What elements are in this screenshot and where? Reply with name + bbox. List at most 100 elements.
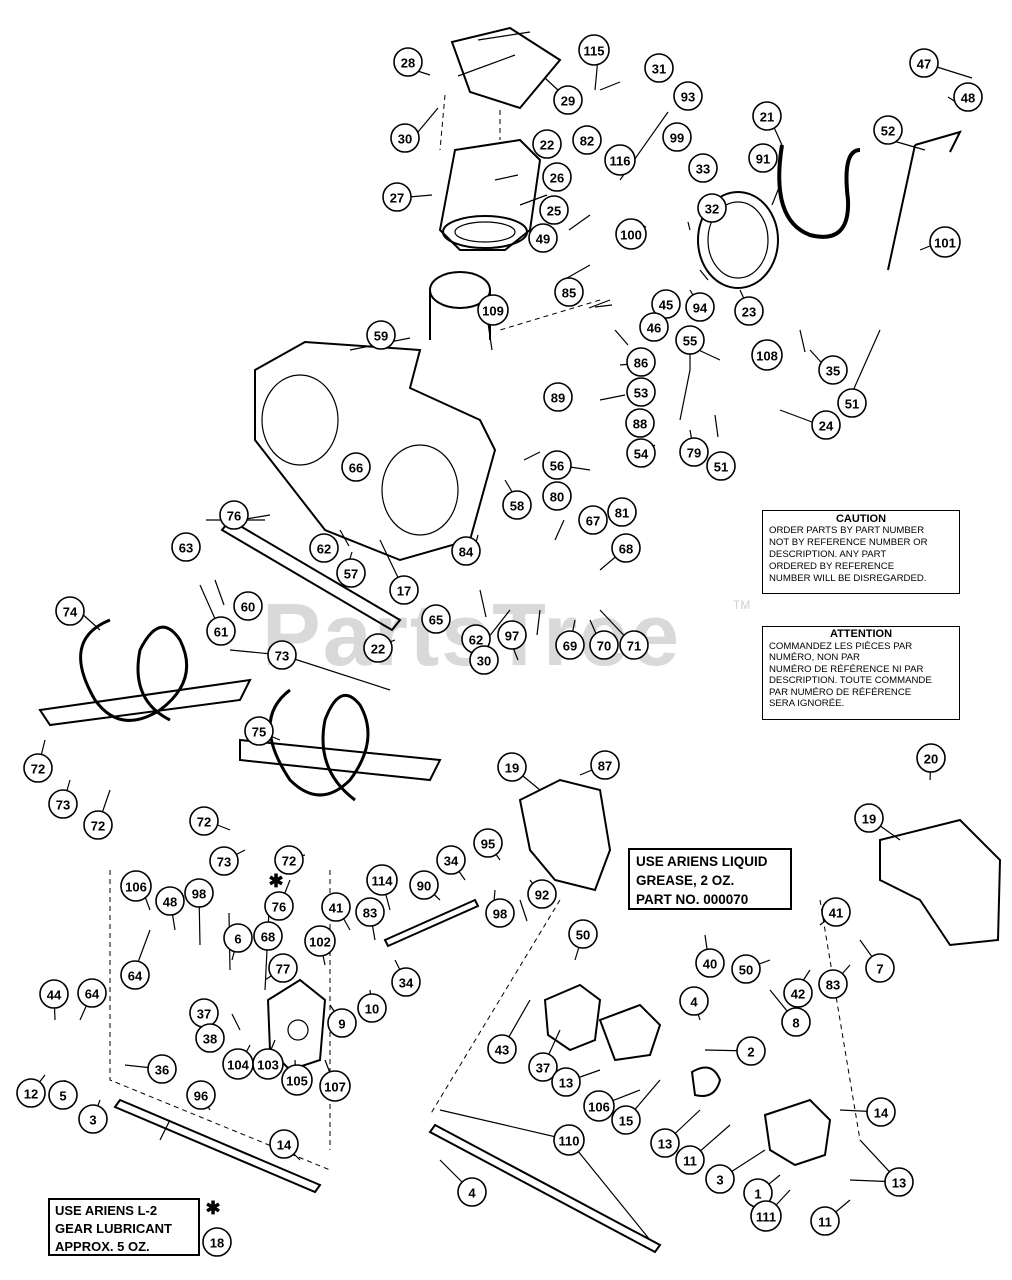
callout-105: 105 [281,1064,313,1096]
callout-114: 114 [366,864,398,896]
callout-69: 69 [555,630,585,660]
callout-9: 9 [327,1008,357,1038]
callout-98: 98 [485,898,515,928]
callout-8: 8 [781,1007,811,1037]
caution-line: NOT BY REFERENCE NUMBER OR [769,537,928,548]
callout-92: 92 [527,879,557,909]
callout-number: 82 [580,134,594,149]
caution-line: DESCRIPTION. ANY PART [769,549,887,560]
callout-number: 108 [756,349,778,364]
callout-115: 115 [578,34,610,66]
callout-76: 76 [219,500,249,530]
callout-51: 51 [837,388,867,418]
caution-line: ORDER PARTS BY PART NUMBER [769,525,925,536]
callout-77: 77 [268,953,298,983]
callout-number: 3 [716,1173,723,1188]
callout-51: 51 [706,451,736,481]
callout-circle [685,292,715,322]
callout-number: 87 [598,759,612,774]
callout-circle [542,481,572,511]
callout-circle [421,604,451,634]
callout-81: 81 [607,497,637,527]
callout-11: 11 [810,1206,840,1236]
callout-80: 80 [542,481,572,511]
callout-circle [189,806,219,836]
callout-circle [487,1034,517,1064]
callout-number: 48 [163,895,177,910]
callout-number: 84 [459,545,474,560]
callout-circle [706,451,736,481]
callout-circle [357,993,387,1023]
callout-3: 3 [705,1164,735,1194]
callout-number: 34 [444,854,459,869]
callout-circle [615,218,647,250]
callout-63: 63 [171,532,201,562]
callout-31: 31 [644,53,674,83]
callout-number: 72 [31,762,45,777]
callout-5: 5 [48,1080,78,1110]
attention-line: DESCRIPTION. TOUTE COMMANDE [769,675,932,686]
callout-number: 99 [670,131,684,146]
callout-circle [528,1052,558,1082]
pulley-drawing [697,191,779,289]
callout-73: 73 [48,789,78,819]
callout-79: 79 [679,437,709,467]
callout-number: 42 [791,987,805,1002]
crank-rod-drawing [887,130,962,271]
callout-number: 18 [210,1236,224,1251]
callout-circle [436,845,466,875]
callout-number: 70 [597,639,611,654]
callout-number: 76 [227,509,241,524]
callout-circle [244,716,274,746]
callout-number: 55 [683,334,697,349]
callout-number: 110 [559,1134,580,1149]
callout-number: 72 [282,854,296,869]
callout-number: 76 [272,900,286,915]
callout-88: 88 [625,408,655,438]
callout-circle [120,960,150,990]
callout-54: 54 [626,438,656,468]
callout-33: 33 [688,153,718,183]
callout-73: 73 [209,846,239,876]
callout-circle [751,339,783,371]
callout-number: 21 [760,110,774,125]
callout-number: 35 [826,364,840,379]
callout-circle [382,182,412,212]
callout-number: 41 [829,906,843,921]
callout-12: 12 [16,1078,46,1108]
callout-58: 58 [502,490,532,520]
callout-circle [184,878,214,908]
callout-32: 32 [697,193,727,223]
callout-circle [393,47,423,77]
callout-21: 21 [752,101,782,131]
attention-heading: ATTENTION [829,628,893,640]
callout-circle [865,953,895,983]
callout-number: 80 [550,490,564,505]
callout-82: 82 [572,125,602,155]
callout-number: 13 [892,1176,906,1191]
callout-4: 4 [457,1177,487,1207]
callout-number: 86 [634,356,648,371]
callout-27: 27 [382,182,412,212]
callout-number: 73 [275,649,289,664]
attention-line: SERA IGNORÉE. [769,698,845,709]
callout-number: 116 [610,154,631,169]
callout-number: 65 [429,613,443,628]
callout-number: 97 [505,629,519,644]
callout-circle [673,81,703,111]
callout-circle [497,752,527,782]
callout-25: 25 [539,195,569,225]
callout-number: 22 [371,642,385,657]
callout-circle [473,828,503,858]
callout-number: 30 [398,132,412,147]
callout-10: 10 [357,993,387,1023]
callout-102: 102 [304,925,336,957]
callout-number: 73 [217,855,231,870]
callout-66: 66 [341,452,371,482]
callout-circle [854,803,884,833]
callout-circle [695,948,725,978]
callout-circle [572,125,602,155]
callout-circle [83,810,113,840]
callout-number: 5 [59,1089,66,1104]
callout-number: 12 [24,1087,38,1102]
